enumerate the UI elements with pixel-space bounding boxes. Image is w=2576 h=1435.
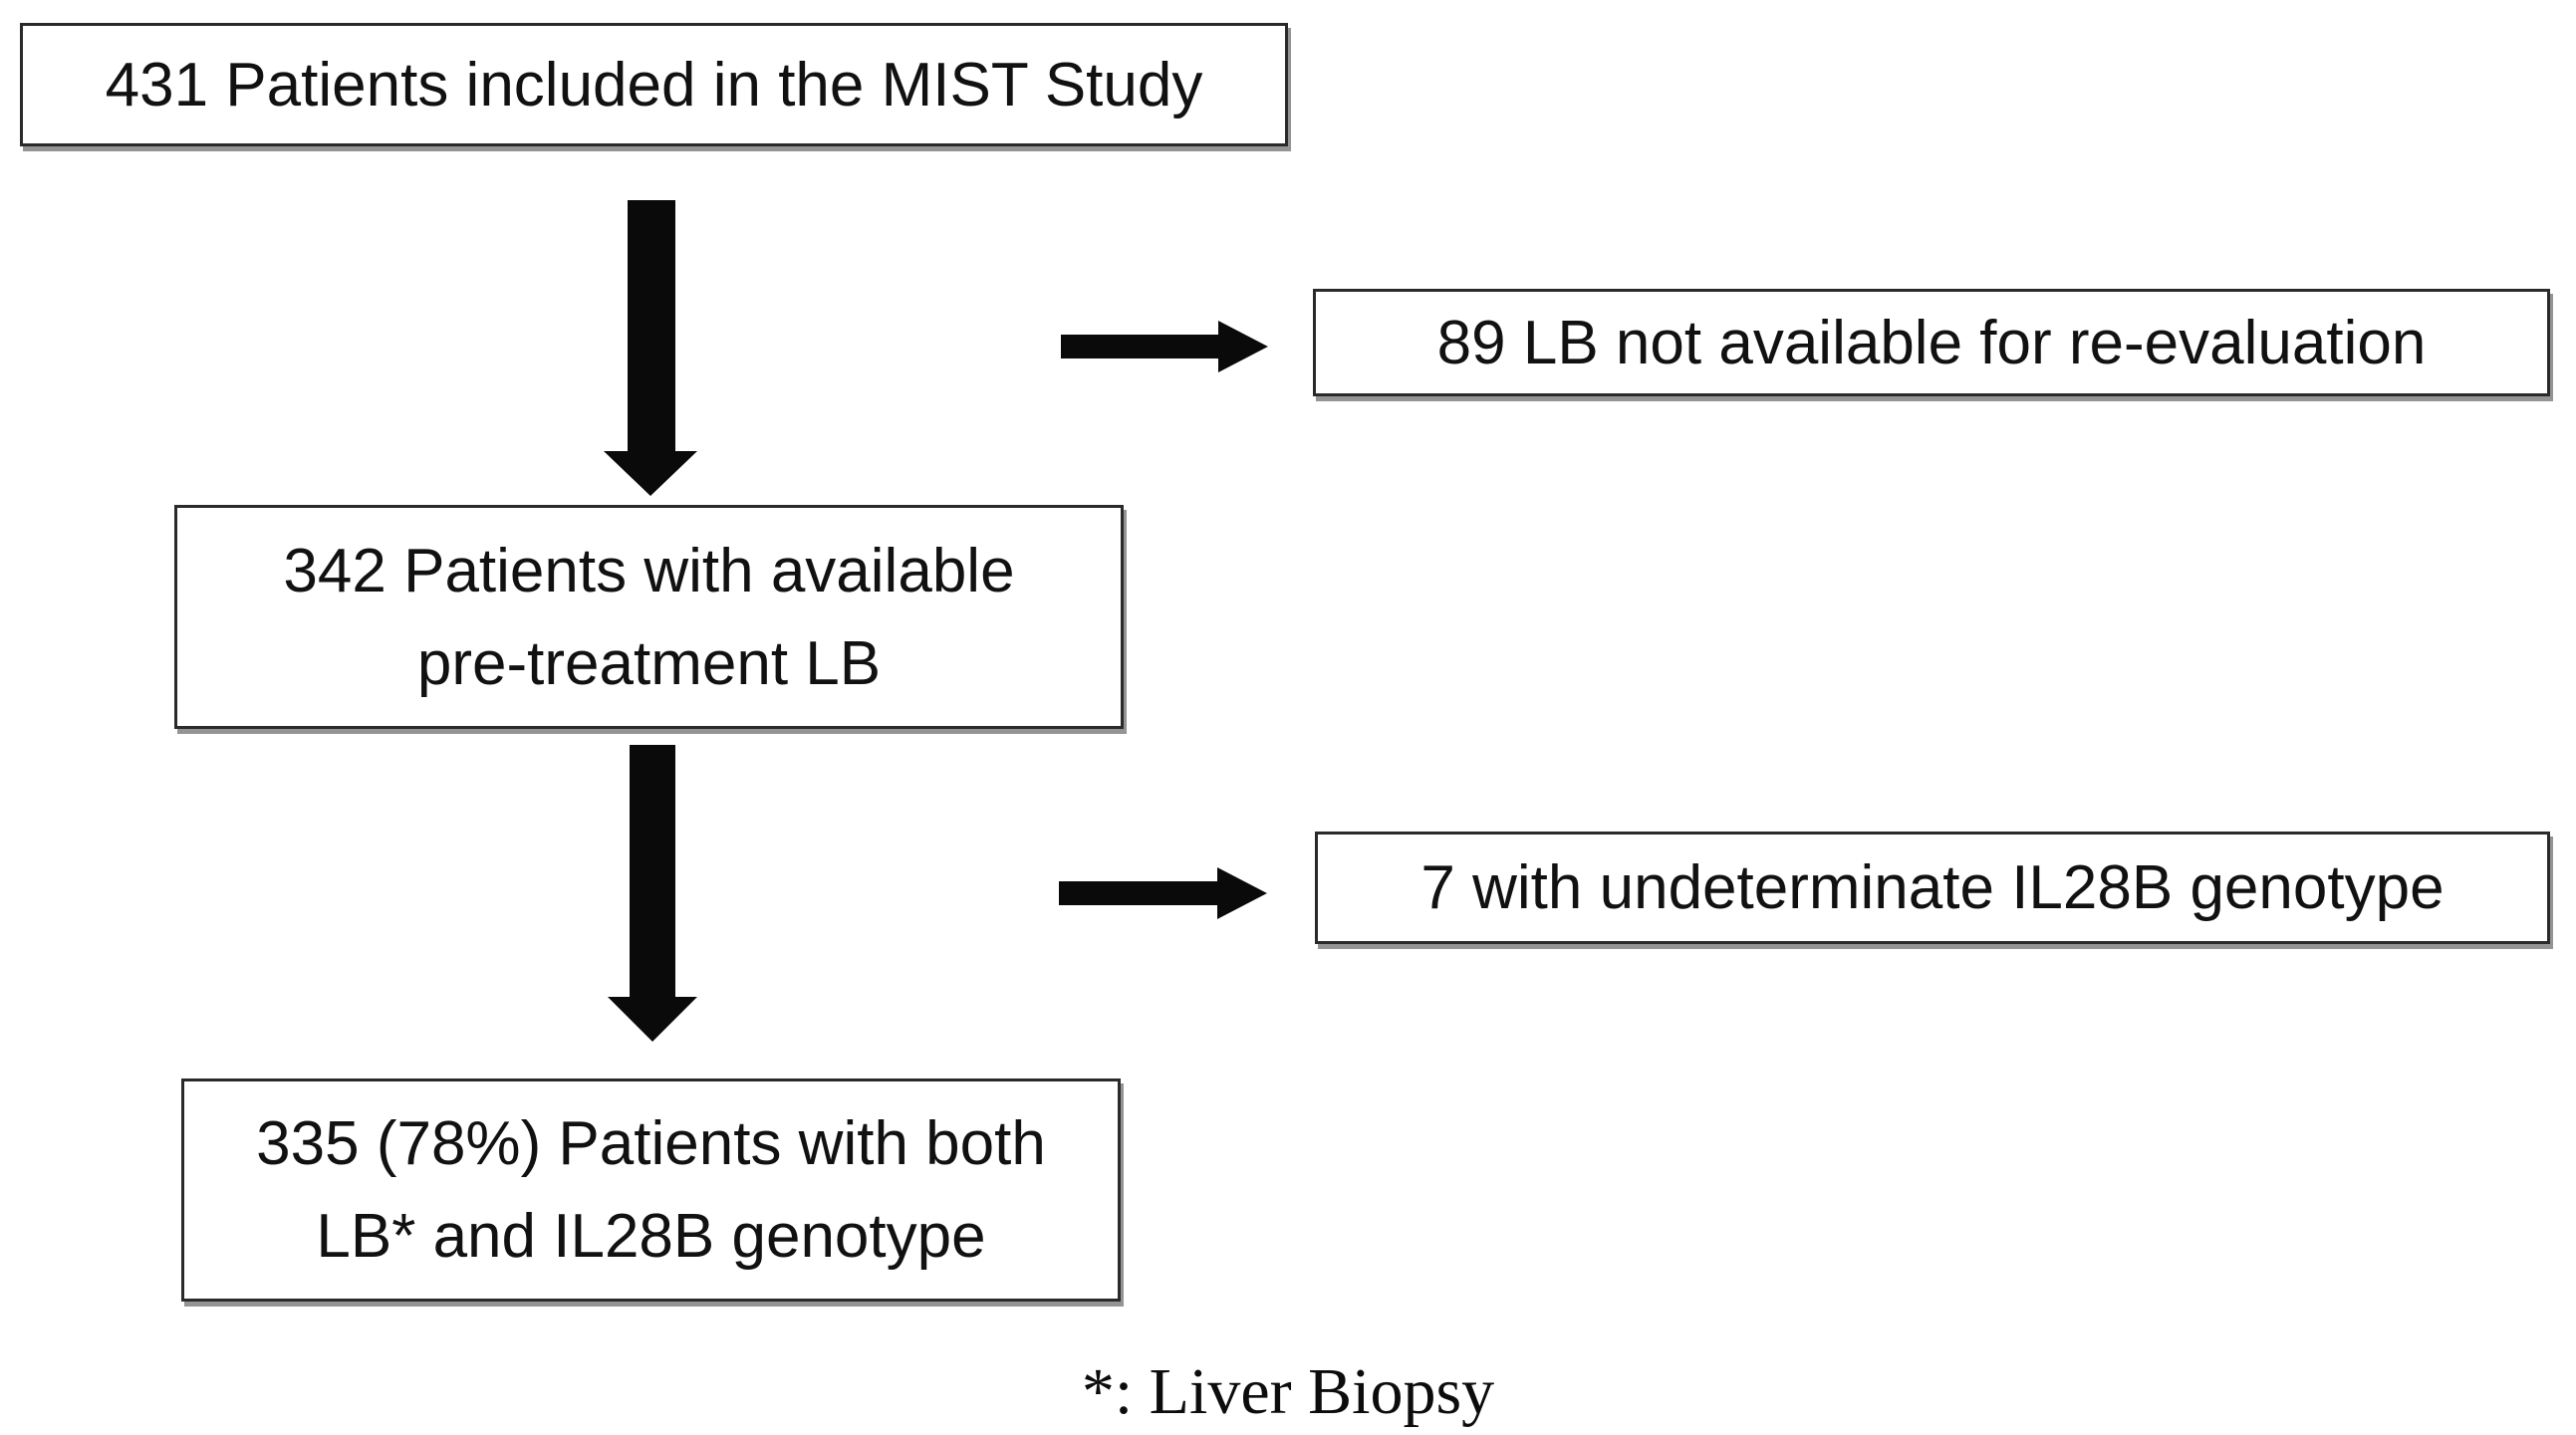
node-patients-included-label: 431 Patients included in the MIST Study (105, 50, 1203, 120)
arrow-right-2-icon (1059, 867, 1267, 919)
arrow-down-2-icon (608, 745, 697, 1042)
node-undeterminate-il28b-genotype: 7 with undeterminate IL28B genotype (1315, 832, 2550, 944)
node-both-lb-and-il28b-genotype: 335 (78%) Patients with both LB* and IL2… (181, 1078, 1121, 1302)
arrow-right-1-icon (1061, 321, 1268, 372)
node-lb-not-available-label: 89 LB not available for re-evaluation (1436, 308, 2427, 377)
node-patients-included-mist-study: 431 Patients included in the MIST Study (20, 23, 1288, 146)
node-available-pretreatment-lb-line2: pre-treatment LB (416, 628, 882, 698)
node-both-lb-il28b-line1: 335 (78%) Patients with both (256, 1109, 1046, 1178)
node-undeterminate-il28b-label: 7 with undeterminate IL28B genotype (1420, 853, 2445, 922)
node-both-lb-il28b-line2: LB* and IL28B genotype (316, 1202, 986, 1271)
node-lb-not-available: 89 LB not available for re-evaluation (1313, 289, 2550, 396)
arrow-down-1-icon (604, 200, 697, 496)
node-available-pretreatment-lb-line1: 342 Patients with available (283, 536, 1015, 605)
node-available-pretreatment-lb: 342 Patients with available pre-treatmen… (174, 505, 1124, 729)
footnote-liver-biopsy: *: Liver Biopsy (1081, 1355, 1495, 1428)
